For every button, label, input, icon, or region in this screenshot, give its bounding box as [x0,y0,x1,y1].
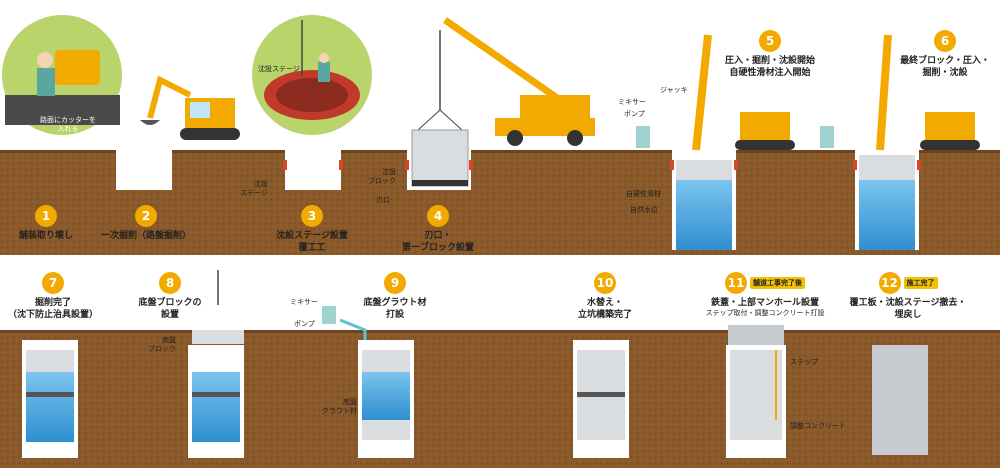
step-title-2: 埋戻し [894,310,922,320]
step-title: 刃口・ [424,231,452,241]
status-badge: 施工完了 [903,277,938,289]
callout-base-block: 底盤 ブロック [148,336,176,353]
callout-lubricant: 自硬性滑材 [626,190,661,198]
step-title-2: （沈下防止治具設置） [8,310,99,320]
step-8: 8 底盤ブロックの 設置 [130,272,210,321]
step-title-2: 第一ブロック設置 [401,243,474,253]
step-title-2: 設置 [160,310,179,320]
step-1: 1 舗装取り壊し [16,205,76,242]
step-number: 7 [42,272,64,294]
callout-water-level: 自然水位 [630,206,658,214]
step-4: 4 刃口・ 第一ブロック設置 [398,205,478,254]
step-title: 覆工板・沈設ステージ撤去・ [849,298,967,308]
step-12: 12 施工完了 覆工板・沈設ステージ撤去・ 埋戻し [848,272,968,321]
step-title-2: ステップ取付・調整コンクリート打設 [705,309,825,317]
callout-cutter: 路面にカッターを 入れる [40,116,96,133]
step-title-2: 打設 [385,310,404,320]
step-number: 6 [934,30,956,52]
step-11: 11 舗道工事完了後 鉄蓋・上部マンホール設置 ステップ取付・調整コンクリート打… [700,272,830,318]
callout-pump: ポンプ [624,110,645,118]
step-number: 11 [725,272,747,294]
stage-markers [283,160,921,170]
step-7: 7 掘削完了 （沈下防止治具設置） [8,272,98,321]
step-number: 3 [301,205,323,227]
first-block [411,30,469,187]
callout-grout: 底盤 グラウト材 [322,398,357,415]
step-title: 掘削完了 [34,298,71,308]
shaft-8 [188,270,244,458]
bubble-stage [252,15,372,135]
shaft-9 [322,306,414,458]
step-title: 最終ブロック・圧入・ [900,56,990,66]
press-rig-6 [820,34,980,250]
step-title: 鉄蓋・上部マンホール設置 [710,298,819,308]
ground-row-2 [0,330,1000,468]
callout-mixer: ミキサー [618,98,646,106]
step-10: 10 水替え・ 立坑構築完了 [565,272,645,321]
step-6: 6 最終ブロック・圧入・ 掘削・沈設 [895,30,995,79]
callout-edge: 刃口 [376,196,390,204]
step-number: 10 [594,272,616,294]
step-title-2: 掘削・沈設 [922,68,968,78]
shaft-12 [872,345,928,455]
callout-jack: ジャッキ [660,86,688,94]
step-title-2: 覆工工 [298,243,326,253]
callout-pump-2: ポンプ [294,320,315,328]
callout-stage: 沈設 ステージ [240,180,268,197]
step-title: 一次掘削（路盤掘削） [100,231,191,241]
step-title-2: 立坑構築完了 [577,310,632,320]
step-3: 3 沈設ステージ設置 覆工工 [272,205,352,254]
step-5: 5 圧入・掘削・沈設開始 自硬性滑材注入開始 [715,30,825,79]
pit-2 [116,150,172,190]
step-number: 2 [135,205,157,227]
step-number: 4 [427,205,449,227]
callout-block: 沈設 ブロック [368,168,396,185]
step-title: 圧入・掘削・沈設開始 [724,56,815,66]
callout-stage-bubble: 沈設ステージ [258,65,300,73]
step-number: 8 [159,272,181,294]
step-9: 9 底盤グラウト材 打設 [355,272,435,321]
step-number: 1 [35,205,57,227]
step-title: 沈設ステージ設置 [276,231,348,241]
step-number: 9 [384,272,406,294]
callout-adjust-concrete: 調整コンクリート [790,422,846,430]
status-badge: 舗道工事完了後 [750,277,805,289]
step-title: 底盤グラウト材 [363,298,427,308]
shaft-10 [573,340,629,458]
step-title-2: 自硬性滑材注入開始 [729,68,811,78]
shaft-7 [22,340,78,458]
step-2: 2 一次掘削（路盤掘削） [96,205,196,242]
callout-step-ladder: ステップ [790,358,818,366]
crane-truck [443,17,595,146]
shaft-11 [726,325,786,458]
bubble-paving-break [2,15,122,135]
pit-3 [285,150,341,190]
callout-mixer-2: ミキサー [290,298,318,306]
press-rig-5 [636,34,795,250]
step-number: 12 [878,272,901,294]
step-number: 5 [759,30,781,52]
step-title: 水替え・ [586,298,623,308]
step-title: 舗装取り壊し [18,231,73,241]
step-title: 底盤ブロックの [138,298,202,308]
excavator-1 [140,75,240,140]
